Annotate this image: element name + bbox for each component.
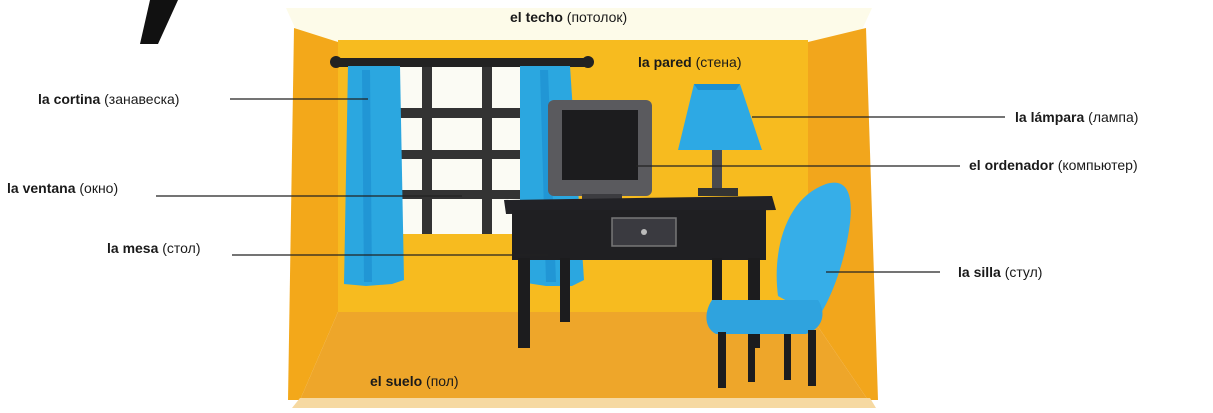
- monitor-screen: [562, 110, 638, 180]
- label-window-translation: (окно): [79, 180, 119, 196]
- lamp-stem: [712, 150, 722, 190]
- ceiling-area: [286, 8, 872, 42]
- window-frame-v2: [482, 64, 492, 234]
- label-table-word: la mesa: [107, 240, 159, 256]
- chair-leg-4: [808, 330, 816, 386]
- label-computer-translation: (компьютер): [1057, 157, 1138, 173]
- chair-leg-2: [748, 334, 755, 382]
- curtain-rod-end-right: [582, 56, 594, 68]
- desk-leg-back-right: [712, 258, 722, 322]
- desk-leg-back-left: [560, 258, 570, 322]
- label-chair: la silla (стул): [958, 264, 1042, 280]
- chair-leg-1: [718, 332, 726, 388]
- label-lamp-translation: (лампа): [1088, 109, 1139, 125]
- label-window-word: la ventana: [7, 180, 76, 196]
- label-window: la ventana (окно): [7, 180, 118, 196]
- chair-seat: [706, 300, 823, 334]
- label-computer: el ordenador (компьютер): [969, 157, 1138, 173]
- lamp-base: [698, 188, 738, 196]
- window-pane: [398, 64, 524, 234]
- label-table: la mesa (стол): [107, 240, 201, 256]
- desk-leg-front-left: [518, 258, 530, 348]
- label-computer-word: el ordenador: [969, 157, 1054, 173]
- label-lamp: la lámpara (лампа): [1015, 109, 1138, 125]
- label-table-translation: (стол): [162, 240, 201, 256]
- label-floor-word: el suelo: [370, 373, 423, 389]
- window-frame-v1: [422, 64, 432, 234]
- lamp-shade: [678, 84, 762, 150]
- curtain-left: [344, 66, 404, 286]
- curtain-rod-end-left: [330, 56, 342, 68]
- window-frame-h2: [400, 150, 522, 159]
- window-frame-h3: [400, 190, 522, 199]
- label-floor-translation: (пол): [426, 373, 459, 389]
- label-curtain: la cortina (занавеска): [38, 91, 179, 107]
- leader-lines: [156, 98, 1005, 273]
- label-floor: el suelo (пол): [370, 373, 459, 389]
- lamp-shade-top: [694, 84, 740, 90]
- curtain-left-fold: [362, 70, 372, 282]
- corner-brush-stroke: [140, 0, 178, 44]
- left-wall: [288, 28, 338, 400]
- label-ceiling-word: el techo: [510, 9, 563, 25]
- label-wall-translation: (стена): [695, 54, 742, 70]
- label-wall: la pared (стена): [638, 54, 741, 70]
- label-chair-word: la silla: [958, 264, 1001, 280]
- chair-back: [776, 182, 851, 318]
- label-curtain-word: la cortina: [38, 91, 101, 107]
- label-ceiling: el techo (потолок): [510, 9, 627, 25]
- label-ceiling-translation: (потолок): [566, 9, 628, 25]
- desk-drawer-knob: [641, 229, 647, 235]
- label-chair-translation: (стул): [1004, 264, 1043, 280]
- label-lamp-word: la lámpara: [1015, 109, 1085, 125]
- desk-top: [504, 196, 776, 214]
- label-wall-word: la pared: [638, 54, 692, 70]
- curtain-rod: [334, 58, 588, 67]
- floor-bottom-fade: [292, 398, 876, 408]
- label-curtain-translation: (занавеска): [104, 91, 180, 107]
- chair-leg-3: [784, 334, 791, 380]
- window-frame-h1: [400, 108, 522, 118]
